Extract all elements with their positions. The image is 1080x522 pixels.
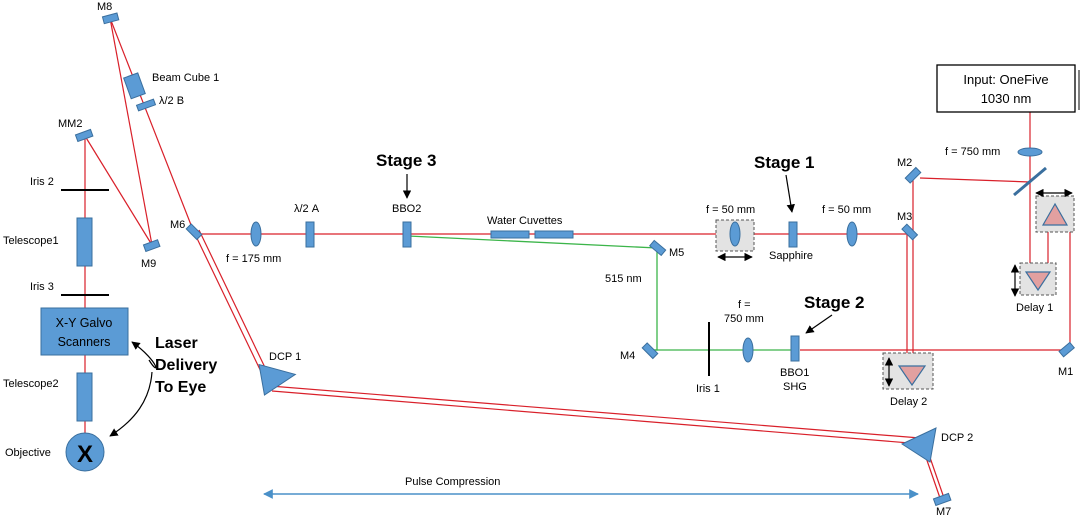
beam-splitter xyxy=(1013,166,1047,197)
beam-m8-m9 xyxy=(109,17,153,246)
sapphire-crystal xyxy=(788,221,798,248)
telescope2-label: Telescope2 xyxy=(3,378,59,390)
bbo1-label: BBO1 xyxy=(780,367,809,379)
delay1-upper-prism xyxy=(1041,202,1069,226)
mirror-m5-label: M5 xyxy=(669,247,684,259)
telescope-1 xyxy=(76,217,93,267)
mirror-m3-label: M3 xyxy=(897,211,912,223)
mirror-m2 xyxy=(904,166,922,184)
beam-dcp1-dcp2-b xyxy=(271,390,923,445)
delay-2: Delay 2 xyxy=(882,352,934,408)
lens-f750-top xyxy=(1017,147,1043,157)
lens-f750-mid-label-2: 750 mm xyxy=(724,313,764,325)
dcp2-label: DCP 2 xyxy=(941,432,973,444)
beam-dcp1-dcp2-a xyxy=(269,385,921,439)
beam-cube-1 xyxy=(123,72,146,100)
bbo2-label: BBO2 xyxy=(392,203,421,215)
lens-f750-mid xyxy=(742,337,754,363)
mirror-m6-label: M6 xyxy=(170,219,185,231)
bbo1-shg-label: SHG xyxy=(783,381,807,393)
laser-delivery-label-1: Laser xyxy=(155,335,198,352)
halfwave-plate-b xyxy=(135,98,157,112)
beam-split-to-m2 xyxy=(919,177,1031,183)
mirror-m6 xyxy=(185,223,203,241)
lens-f50-right-label: f = 50 mm xyxy=(822,204,871,216)
lens-f50-left-label: f = 50 mm xyxy=(706,204,755,216)
iris1-label: Iris 1 xyxy=(696,383,720,395)
water-cuvettes-label: Water Cuvettes xyxy=(487,215,563,227)
halfwave-plate-a xyxy=(305,221,315,248)
lens-f750-top-label: f = 750 mm xyxy=(945,146,1000,158)
laser-delivery-label-2: Delivery xyxy=(155,357,217,374)
mirror-m8-label: M8 xyxy=(97,1,112,13)
mirror-m4-label: M4 xyxy=(620,350,635,362)
mirror-m2-label: M2 xyxy=(897,157,912,169)
wavelength-515-label: 515 nm xyxy=(605,273,642,285)
beam-green-515 xyxy=(407,235,658,351)
telescope-2 xyxy=(76,372,93,422)
dcp2-prism xyxy=(900,427,937,463)
lens-f50-right xyxy=(846,221,858,247)
dcp1-prism xyxy=(258,363,297,396)
dcp1-label: DCP 1 xyxy=(269,351,301,363)
delay-1: Delay 1 xyxy=(1010,188,1075,314)
beam-m6-dcp1-b xyxy=(198,229,272,381)
halfwave-b-label: λ/2 B xyxy=(159,95,184,107)
delay2-prism xyxy=(897,365,927,387)
sapphire-label: Sapphire xyxy=(769,250,813,262)
laser-delivery-arrow-top xyxy=(131,341,157,369)
input-label-wavelength: 1030 nm xyxy=(981,91,1032,106)
stage1-label: Stage 1 xyxy=(754,153,814,172)
objective-lens xyxy=(65,432,105,472)
mirror-m9 xyxy=(142,239,161,253)
input-source: Input: OneFive 1030 nm xyxy=(936,64,1080,113)
beam-m6-m8 xyxy=(109,17,194,231)
beam-m6-dcp1-a xyxy=(192,229,266,381)
mirror-m4 xyxy=(641,342,659,360)
mirror-m1-label: M1 xyxy=(1058,366,1073,378)
lens-f175-label: f = 175 mm xyxy=(226,253,281,265)
input-label-name: Input: OneFive xyxy=(963,72,1048,87)
stage1-arrow xyxy=(785,174,795,213)
halfwave-a-label: λ/2 A xyxy=(294,203,320,215)
mirror-mm2-label: MM2 xyxy=(58,118,82,130)
laser-delivery-arrow-bottom xyxy=(109,371,153,437)
galvo-label-2: Scanners xyxy=(58,335,111,349)
pulse-compression-label: Pulse Compression xyxy=(405,476,500,488)
iris3-label: Iris 3 xyxy=(30,281,54,293)
objective-mark: X xyxy=(77,441,93,468)
delay1-label: Delay 1 xyxy=(1016,302,1053,314)
mirror-m7 xyxy=(932,492,952,507)
delay2-label: Delay 2 xyxy=(890,396,927,408)
mirror-m5 xyxy=(649,239,667,257)
mirror-m3 xyxy=(901,223,919,241)
bbo2-crystal xyxy=(402,221,412,248)
mirror-m1 xyxy=(1058,341,1075,358)
water-cuvette-1 xyxy=(490,230,530,239)
galvo-label-1: X-Y Galvo xyxy=(56,316,113,330)
delay1-lower-prism xyxy=(1024,271,1052,292)
mirror-m8 xyxy=(101,12,120,25)
lens-f50-left xyxy=(729,221,741,247)
water-cuvette-2 xyxy=(534,230,574,239)
galvo-scanners-box xyxy=(40,307,129,356)
stage2-arrow xyxy=(805,314,833,334)
stage2-label: Stage 2 xyxy=(804,293,864,312)
lens-f750-mid-label-1: f = xyxy=(738,299,751,311)
beam-cube-label: Beam Cube 1 xyxy=(152,72,219,84)
beam-m9-mm2 xyxy=(84,135,153,246)
bbo1-crystal xyxy=(790,335,800,362)
mirror-m9-label: M9 xyxy=(141,258,156,270)
mirror-mm2 xyxy=(74,128,94,143)
lens-f175 xyxy=(250,221,262,247)
telescope1-label: Telescope1 xyxy=(3,235,59,247)
objective-label: Objective xyxy=(5,447,51,459)
input-box xyxy=(936,64,1076,113)
iris2-label: Iris 2 xyxy=(30,176,54,188)
mirror-m7-label: M7 xyxy=(936,506,951,517)
stage3-label: Stage 3 xyxy=(376,151,436,170)
laser-delivery-label-3: To Eye xyxy=(155,379,206,396)
